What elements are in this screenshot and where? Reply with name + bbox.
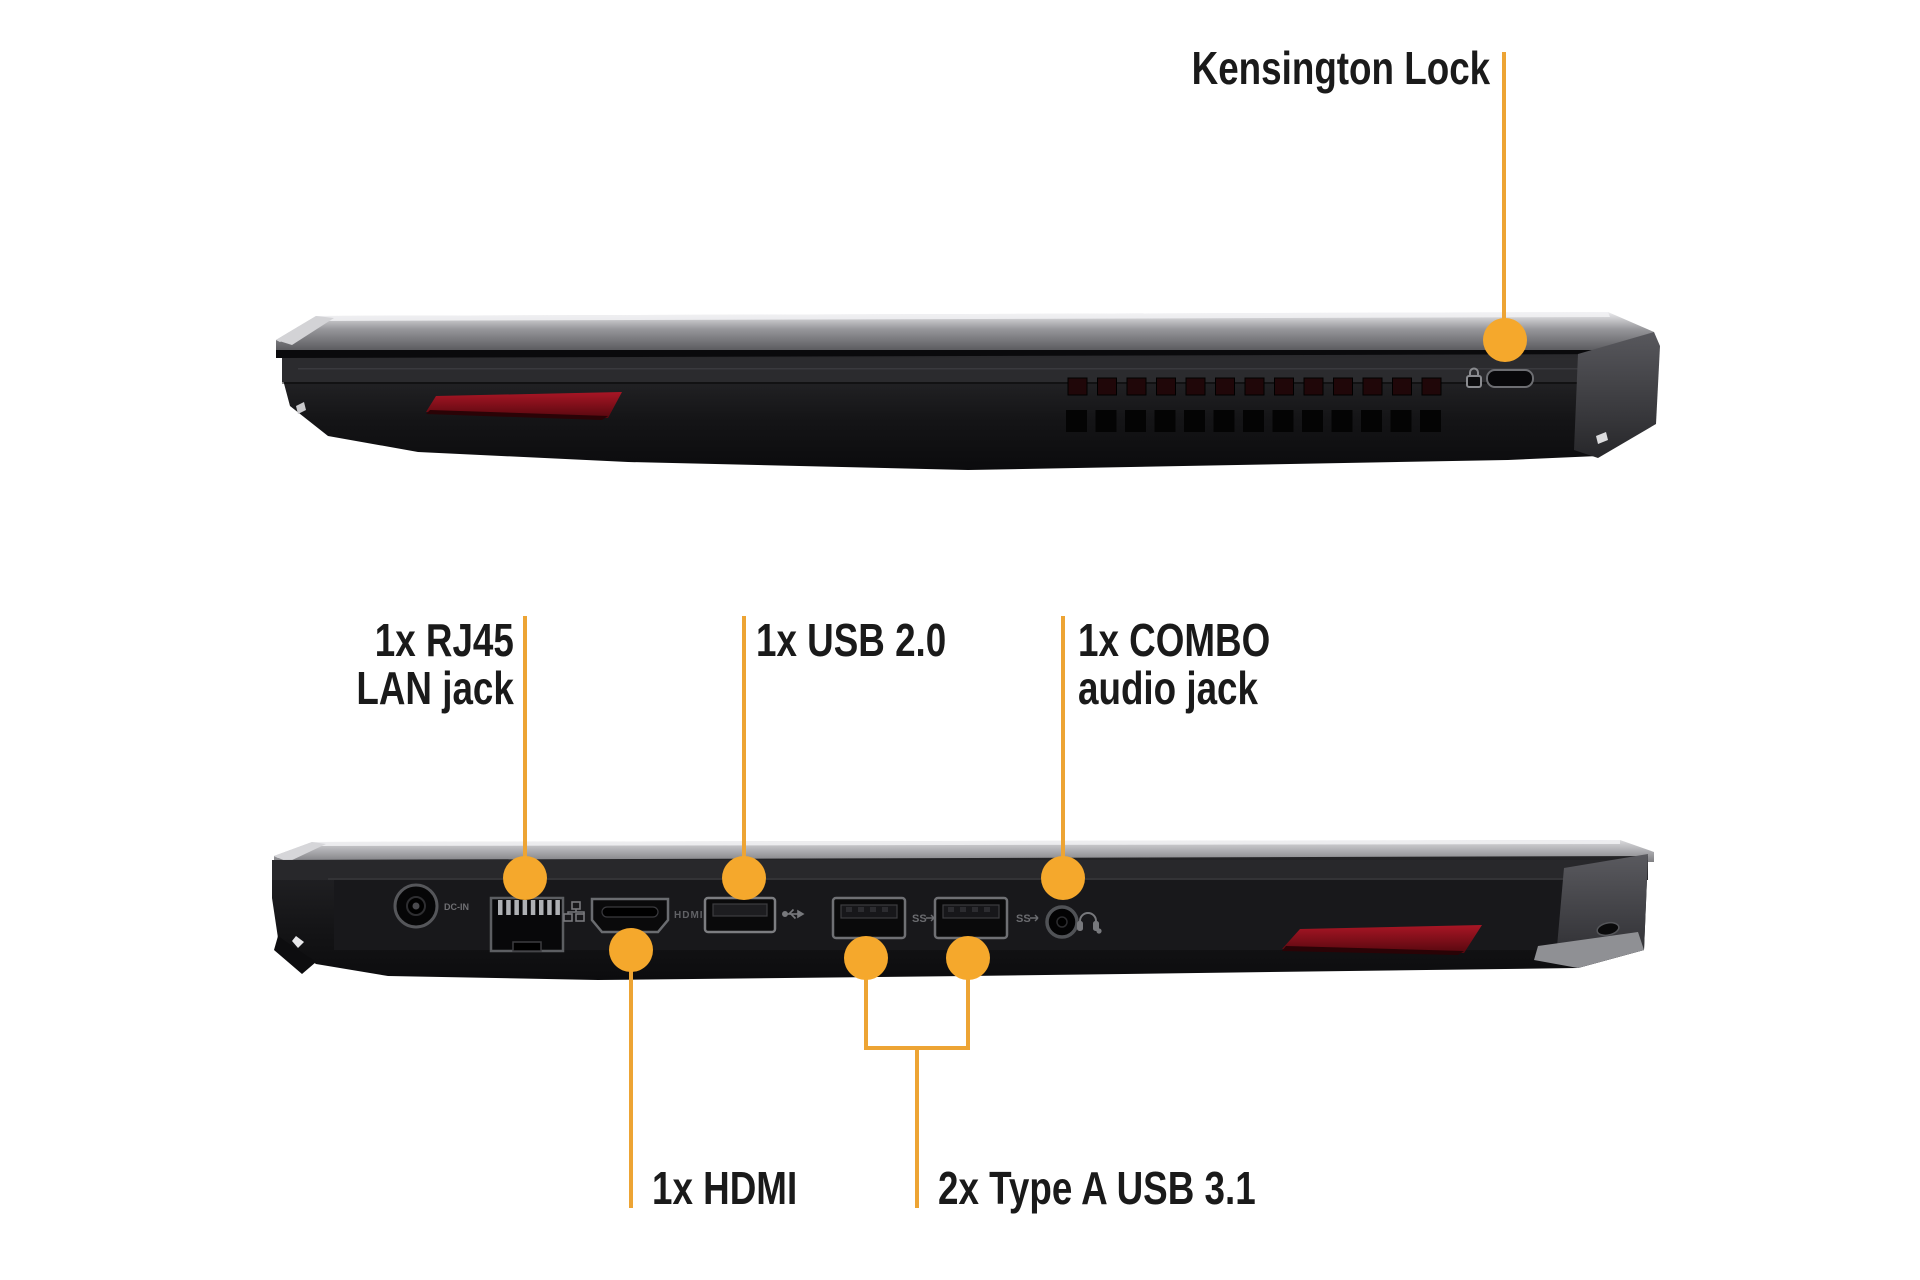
combo-audio-jack [1045,905,1079,939]
usb2-port [703,896,777,934]
annotation-line-usb2 [742,616,746,860]
superspeed-icon-1: SS [912,913,935,925]
label-usb31: 2x Type A USB 3.1 [938,1164,1256,1212]
superspeed-icon-2: SS [1016,913,1039,925]
label-text: LAN jack [356,662,514,714]
label-hdmi: 1x HDMI [652,1164,797,1212]
dc-power-jack [393,883,439,929]
lid-edge [276,312,1654,350]
svg-text:SS: SS [1016,913,1031,925]
label-text: 1x RJ45 [374,614,514,666]
usb31-port-2 [933,896,1009,940]
label-kensington-lock: Kensington Lock [1192,44,1491,92]
label-text: audio jack [1078,662,1258,714]
label-text: 1x COMBO [1078,614,1271,666]
label-combo-audio-jack: 1x COMBO audio jack [1078,616,1270,712]
annotation-line-kensington [1502,52,1506,320]
annotation-dot-usb2 [722,856,766,900]
hinge-end-cap [1534,854,1648,968]
annotation-dot-combo [1041,856,1085,900]
hinge-notch [292,936,304,948]
rj45-lan-port [489,896,565,953]
label-text: 2x Type A USB 3.1 [938,1162,1256,1214]
laptop-left-side-view: DC-IN HDMI [272,840,1654,980]
svg-text:SS: SS [912,913,927,925]
hinge-end-cap [1574,332,1660,458]
label-rj45-lan-jack: 1x RJ45 LAN jack [357,616,514,712]
dc-in-marking: DC-IN [444,902,469,912]
network-icon [563,901,585,922]
lock-icon [1466,367,1482,388]
usb-icon [781,908,805,920]
annotation-line-usb31-b [966,974,970,1050]
annotation-dot-rj45 [503,856,547,900]
label-text: Kensington Lock [1191,42,1491,94]
annotation-dot-hdmi [609,928,653,972]
hinge-notch [296,402,306,414]
hdmi-marking: HDMI [674,910,704,921]
screw-hole [1596,921,1620,937]
annotation-line-rj45 [523,616,527,860]
annotation-line-usb31-a [864,974,868,1050]
annotation-line-hdmi [629,966,633,1208]
annotation-line-combo [1061,616,1065,860]
exhaust-vent-grill [1066,377,1442,432]
red-accent-vent [426,392,622,420]
annotation-dot-usb31-b [946,936,990,980]
hdmi-port [590,897,670,934]
usb31-port-1 [831,896,907,940]
annotation-dot-usb31-a [844,936,888,980]
headphone-icon [1077,912,1102,934]
lid-base-seam [276,350,1654,358]
annotation-stem-usb31 [915,1048,919,1208]
kensington-lock-slot [1486,369,1534,388]
red-accent-vent [1282,925,1482,955]
label-text: 1x HDMI [652,1162,798,1214]
label-usb2: 1x USB 2.0 [756,616,946,664]
laptop-right-side-view [276,312,1660,470]
label-text: 1x USB 2.0 [756,614,947,666]
annotation-dot-kensington [1483,318,1527,362]
